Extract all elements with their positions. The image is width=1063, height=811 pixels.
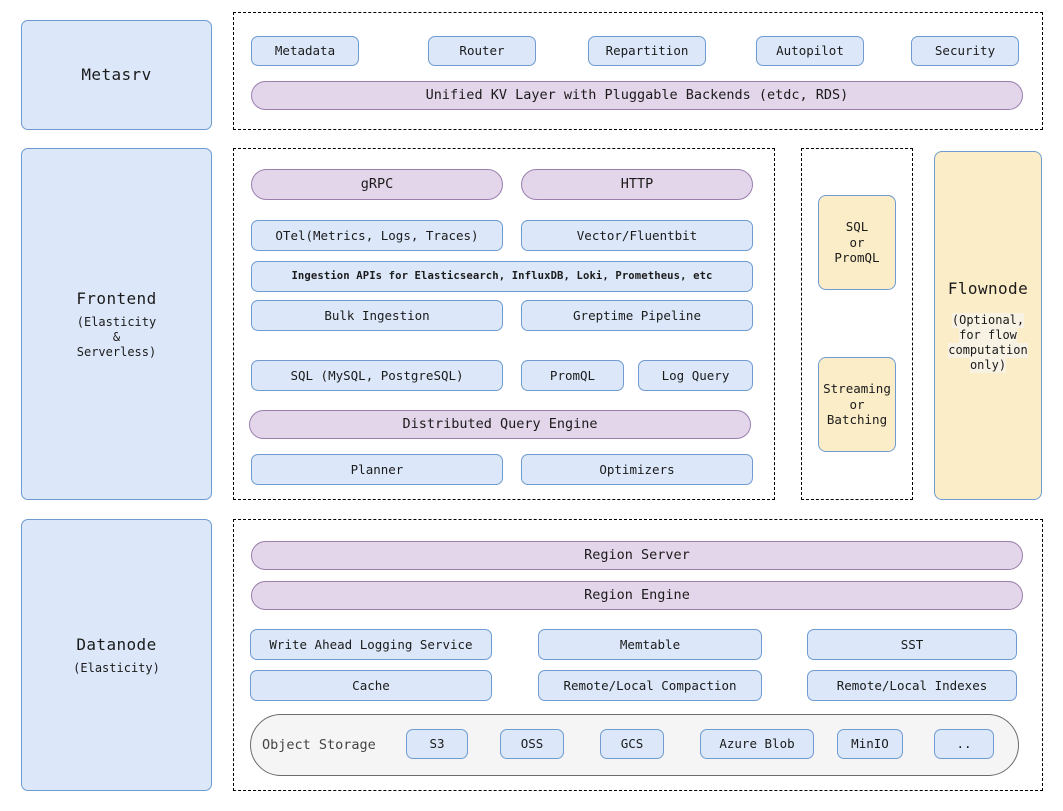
datanode-component-label: SST: [900, 636, 924, 652]
metasrv-component-label: Autopilot: [776, 43, 844, 59]
object-storage-provider-more[interactable]: ..: [934, 729, 994, 759]
frontend-ingest-label: Vector/Fluentbit: [576, 227, 698, 243]
object-storage-provider-gcs[interactable]: GCS: [600, 729, 664, 759]
object-storage-provider-s3[interactable]: S3: [406, 729, 468, 759]
region-server[interactable]: Region Server: [251, 541, 1023, 570]
metasrv-component-repartition[interactable]: Repartition: [588, 36, 706, 66]
metasrv-panel: [233, 12, 1043, 130]
flownode-title: Flownode: [947, 278, 1029, 298]
frontend-query-label: Log Query: [661, 367, 730, 383]
frontend-ingest-otel[interactable]: OTel(Metrics, Logs, Traces): [251, 220, 503, 251]
frontend-query-sql[interactable]: SQL (MySQL, PostgreSQL): [251, 360, 503, 391]
object-storage-provider-minio[interactable]: MinIO: [837, 729, 903, 759]
metasrv-component-label: Metadata: [274, 43, 336, 59]
flownode-subtitle-line: (Optional,: [951, 312, 1025, 328]
object-storage-provider-label: GCS: [620, 736, 644, 752]
region-engine-label: Region Engine: [584, 587, 690, 604]
flow-input-streaming-or-batching[interactable]: Streaming or Batching: [818, 357, 896, 452]
frontend-query-promql[interactable]: PromQL: [521, 360, 624, 391]
frontend-ingest-label: Bulk Ingestion: [324, 307, 430, 323]
metasrv-component-metadata[interactable]: Metadata: [251, 36, 359, 66]
frontend-protocol-grpc[interactable]: gRPC: [251, 169, 503, 200]
frontend-ingest-label: OTel(Metrics, Logs, Traces): [275, 227, 479, 243]
object-storage-provider-label: MinIO: [851, 736, 889, 752]
object-storage-provider-label: ..: [956, 736, 972, 752]
datanode-component-label: Remote/Local Indexes: [836, 677, 988, 693]
datanode-component-label: Remote/Local Compaction: [563, 677, 737, 693]
frontend-ingest-vector-fluentbit[interactable]: Vector/Fluentbit: [521, 220, 753, 251]
object-storage-provider-label: S3: [429, 736, 445, 752]
flow-input-line: Batching: [826, 412, 888, 428]
frontend-protocol-http[interactable]: HTTP: [521, 169, 753, 200]
object-storage-provider-label: Azure Blob: [719, 736, 795, 752]
metasrv-component-autopilot[interactable]: Autopilot: [756, 36, 864, 66]
datanode-memtable[interactable]: Memtable: [538, 629, 762, 660]
flow-input-line: SQL: [845, 219, 869, 235]
frontend-engine-label: Planner: [350, 461, 404, 477]
datanode-title: Datanode: [76, 634, 157, 654]
unified-kv-layer[interactable]: Unified KV Layer with Pluggable Backends…: [251, 81, 1023, 110]
flow-input-line: Streaming: [823, 381, 891, 397]
distributed-query-engine-label: Distributed Query Engine: [402, 416, 598, 433]
region-engine[interactable]: Region Engine: [251, 581, 1023, 610]
frontend-subtitle-line: Serverless): [76, 344, 157, 359]
metasrv-component-security[interactable]: Security: [911, 36, 1019, 66]
flownode-subtitle-line: for flow: [959, 327, 1017, 343]
frontend-subtitle-line: (Elasticity: [76, 314, 157, 329]
object-storage-label: Object Storage: [262, 737, 376, 753]
frontend-query-log-query[interactable]: Log Query: [638, 360, 753, 391]
frontend-protocol-label: HTTP: [620, 176, 654, 193]
datanode-wal-service[interactable]: Write Ahead Logging Service: [250, 629, 492, 660]
datanode-component-label: Cache: [352, 677, 390, 693]
region-server-label: Region Server: [584, 547, 690, 564]
frontend-ingest-bulk[interactable]: Bulk Ingestion: [251, 300, 503, 331]
datanode-title-box: Datanode (Elasticity): [21, 519, 212, 791]
metasrv-component-label: Repartition: [605, 43, 689, 59]
flownode-subtitle-line: computation: [948, 342, 1028, 358]
frontend-engine-label: Optimizers: [599, 461, 675, 477]
flow-input-line: or: [849, 234, 865, 250]
frontend-title-box: Frontend (Elasticity & Serverless): [21, 148, 212, 500]
datanode-component-label: Write Ahead Logging Service: [269, 636, 473, 652]
datanode-compaction[interactable]: Remote/Local Compaction: [538, 670, 762, 701]
frontend-panel: [233, 148, 775, 500]
frontend-query-label: SQL (MySQL, PostgreSQL): [290, 367, 464, 383]
datanode-component-label: Memtable: [619, 636, 681, 652]
datanode-cache[interactable]: Cache: [250, 670, 492, 701]
metasrv-component-router[interactable]: Router: [428, 36, 536, 66]
datanode-indexes[interactable]: Remote/Local Indexes: [807, 670, 1017, 701]
frontend-subtitle-line: &: [112, 329, 121, 344]
metasrv-title-box: Metasrv: [21, 20, 212, 130]
metasrv-title: Metasrv: [81, 65, 152, 84]
frontend-title: Frontend: [76, 288, 157, 308]
flow-input-panel: [801, 148, 913, 500]
datanode-subtitle-line: (Elasticity): [73, 660, 160, 675]
metasrv-component-label: Security: [934, 43, 996, 59]
unified-kv-layer-label: Unified KV Layer with Pluggable Backends…: [425, 87, 849, 104]
flownode-box[interactable]: Flownode (Optional, for flow computation…: [934, 151, 1042, 500]
datanode-panel: [233, 519, 1043, 791]
datanode-sst[interactable]: SST: [807, 629, 1017, 660]
frontend-protocol-label: gRPC: [360, 176, 394, 193]
flow-input-sql-or-promql[interactable]: SQL or PromQL: [818, 195, 896, 290]
frontend-engine-planner[interactable]: Planner: [251, 454, 503, 485]
object-storage-provider-azure-blob[interactable]: Azure Blob: [700, 729, 814, 759]
flownode-subtitle-line: only): [969, 357, 1007, 373]
frontend-ingest-label: Greptime Pipeline: [573, 307, 701, 323]
metasrv-component-label: Router: [459, 43, 505, 59]
flow-input-line: PromQL: [834, 250, 880, 266]
object-storage-provider-oss[interactable]: OSS: [500, 729, 564, 759]
frontend-query-label: PromQL: [549, 367, 596, 383]
object-storage-provider-label: OSS: [520, 736, 544, 752]
frontend-engine-optimizers[interactable]: Optimizers: [521, 454, 753, 485]
frontend-ingest-greptime-pipeline[interactable]: Greptime Pipeline: [521, 300, 753, 331]
distributed-query-engine[interactable]: Distributed Query Engine: [249, 410, 751, 439]
frontend-ingestion-apis[interactable]: Ingestion APIs for Elasticsearch, Influx…: [251, 261, 753, 292]
frontend-ingestion-apis-label: Ingestion APIs for Elasticsearch, Influx…: [291, 269, 713, 282]
flow-input-line: or: [849, 396, 865, 412]
